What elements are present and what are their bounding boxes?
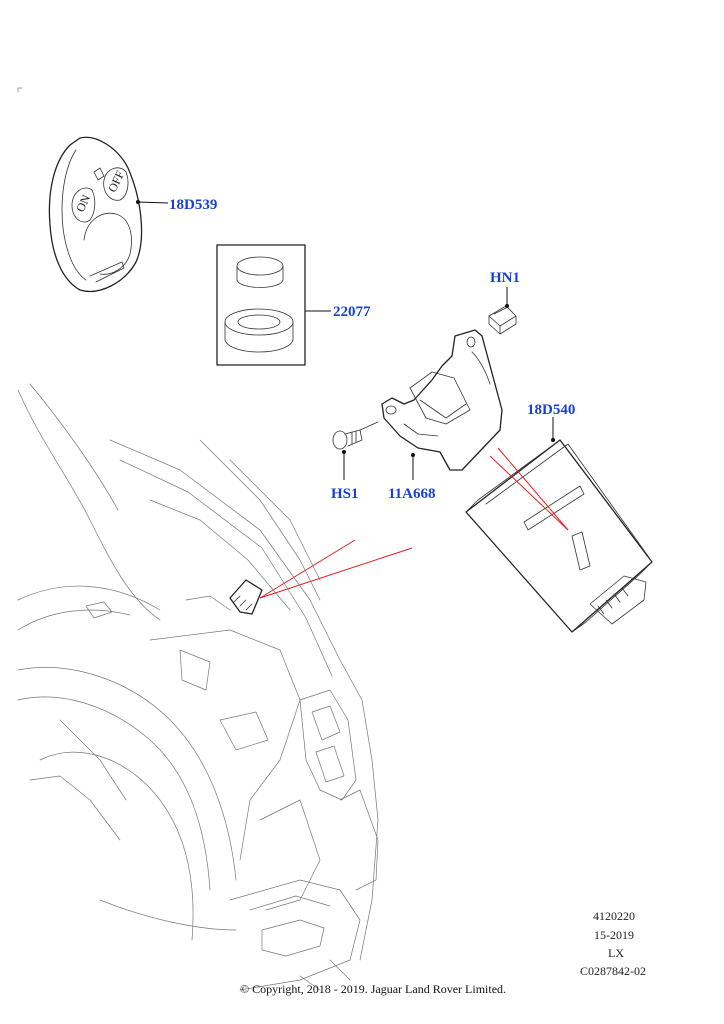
- callout-HN1: HN1: [490, 270, 520, 308]
- mount-location-clip: [229, 579, 263, 615]
- remote-on-label: ON: [73, 192, 93, 214]
- callout-22077: 22077: [305, 304, 371, 320]
- copyright-notice: © Copyright, 2018 - 2019. Jaguar Land Ro…: [240, 982, 506, 996]
- callout-label: 22077: [333, 304, 371, 320]
- control-module: [465, 439, 653, 633]
- location-pointers: [259, 447, 569, 599]
- callout-HS1: HS1: [331, 450, 359, 502]
- callout-label: HS1: [331, 486, 359, 502]
- remote-fob: ON OFF: [48, 136, 143, 292]
- remote-off-label: OFF: [105, 168, 127, 194]
- ref-line-3: LX: [608, 946, 624, 960]
- bracket-part: [381, 329, 503, 471]
- nut-part: [488, 305, 517, 335]
- corner-mark: [17, 87, 23, 93]
- ref-line-4: C0287842-02: [580, 964, 646, 978]
- screw-part: [332, 421, 379, 450]
- callout-11A668: 11A668: [388, 453, 436, 502]
- ref-line-2: 15-2019: [594, 928, 634, 942]
- callout-label: 11A668: [388, 486, 436, 502]
- ref-line-1: 4120220: [593, 909, 635, 923]
- callout-18D540: 18D540: [527, 402, 575, 442]
- callout-label: 18D540: [527, 402, 575, 418]
- remote-button-on: ON: [71, 187, 96, 223]
- grommet-kit: [216, 244, 306, 366]
- callout-label: 18D539: [169, 197, 217, 213]
- vehicle-rear-view: [17, 383, 379, 991]
- remote-button-off: OFF: [103, 167, 129, 201]
- callout-label: HN1: [490, 270, 520, 286]
- callout-18D539: 18D539: [136, 197, 217, 213]
- reference-block: 4120220 15-2019 LX C0287842-02: [580, 909, 646, 978]
